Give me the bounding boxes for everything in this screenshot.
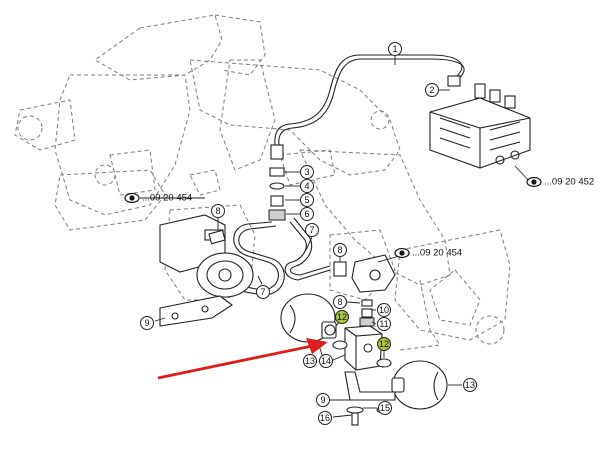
ref-mark-a: ...09 20 454 (124, 192, 192, 204)
callout-12-left[interactable]: 12 (335, 310, 349, 324)
chassis-outline (14, 14, 511, 351)
ref-mark-b: ...09 20 452 (526, 176, 594, 188)
eye-icon (124, 192, 140, 204)
callout-5[interactable]: 5 (300, 193, 314, 207)
callout-label: 13 (465, 380, 475, 390)
left-cylinder-assembly (159, 214, 254, 327)
callout-label: 4 (304, 181, 309, 191)
callout-label: 14 (321, 356, 331, 366)
ref-label: ...09 20 454 (412, 248, 462, 259)
callout-9-left[interactable]: 9 (140, 316, 154, 330)
fitting-8-left (208, 229, 226, 245)
callout-1[interactable]: 1 (388, 42, 402, 56)
callout-8-lower[interactable]: 8 (333, 295, 347, 309)
callout-9-lower[interactable]: 9 (316, 393, 330, 407)
accumulator-left (280, 293, 337, 343)
ref-label: ...09 20 454 (142, 193, 192, 204)
red-arrow (157, 338, 328, 380)
ref-mark-c: ...09 20 454 (394, 247, 462, 259)
ref-label: ...09 20 452 (544, 177, 594, 188)
callout-11[interactable]: 11 (377, 317, 391, 331)
callout-2[interactable]: 2 (425, 83, 439, 97)
callout-8-left[interactable]: 8 (211, 204, 225, 218)
callout-16[interactable]: 16 (318, 411, 332, 425)
hose-1 (270, 54, 465, 160)
callout-label: 12 (379, 339, 389, 349)
callout-7-upper[interactable]: 7 (305, 223, 319, 237)
callout-label: 8 (215, 206, 220, 216)
callout-label: 7 (309, 225, 314, 235)
hose-7-left (233, 221, 285, 296)
callout-13-right[interactable]: 13 (463, 378, 477, 392)
callout-label: 9 (320, 395, 325, 405)
eye-icon (394, 247, 410, 259)
callout-label: 8 (337, 297, 342, 307)
fitting-8-right (333, 254, 396, 293)
callout-12-right[interactable]: 12 (377, 337, 391, 351)
callout-label: 8 (337, 245, 342, 255)
valve-block-14 (332, 299, 392, 371)
callout-10[interactable]: 10 (377, 303, 391, 317)
callout-label: 16 (320, 413, 330, 423)
callout-label: 15 (380, 403, 390, 413)
callout-7-lower[interactable]: 7 (256, 285, 270, 299)
callout-15[interactable]: 15 (378, 401, 392, 415)
callout-label: 1 (392, 44, 397, 54)
callout-label: 2 (429, 85, 434, 95)
callout-label: 10 (379, 305, 389, 315)
callout-label: 6 (304, 209, 309, 219)
callout-label: 3 (304, 167, 309, 177)
callout-label: 12 (337, 312, 347, 322)
callout-label: 9 (144, 318, 149, 328)
callout-4[interactable]: 4 (300, 179, 314, 193)
callout-label: 5 (304, 195, 309, 205)
callout-8-right[interactable]: 8 (333, 243, 347, 257)
hose-7-right (284, 217, 331, 281)
eye-icon (526, 176, 542, 188)
callout-3[interactable]: 3 (300, 165, 314, 179)
fitting-stack-upper (268, 167, 286, 221)
callout-label: 11 (379, 319, 388, 329)
callout-label: 13 (305, 356, 315, 366)
accumulator-right (391, 360, 448, 410)
callout-14[interactable]: 14 (319, 354, 333, 368)
callout-13-left[interactable]: 13 (303, 354, 317, 368)
callout-6[interactable]: 6 (300, 207, 314, 221)
callout-label: 7 (260, 287, 265, 297)
control-valve-block (429, 83, 531, 169)
bracket-lower (344, 371, 396, 426)
